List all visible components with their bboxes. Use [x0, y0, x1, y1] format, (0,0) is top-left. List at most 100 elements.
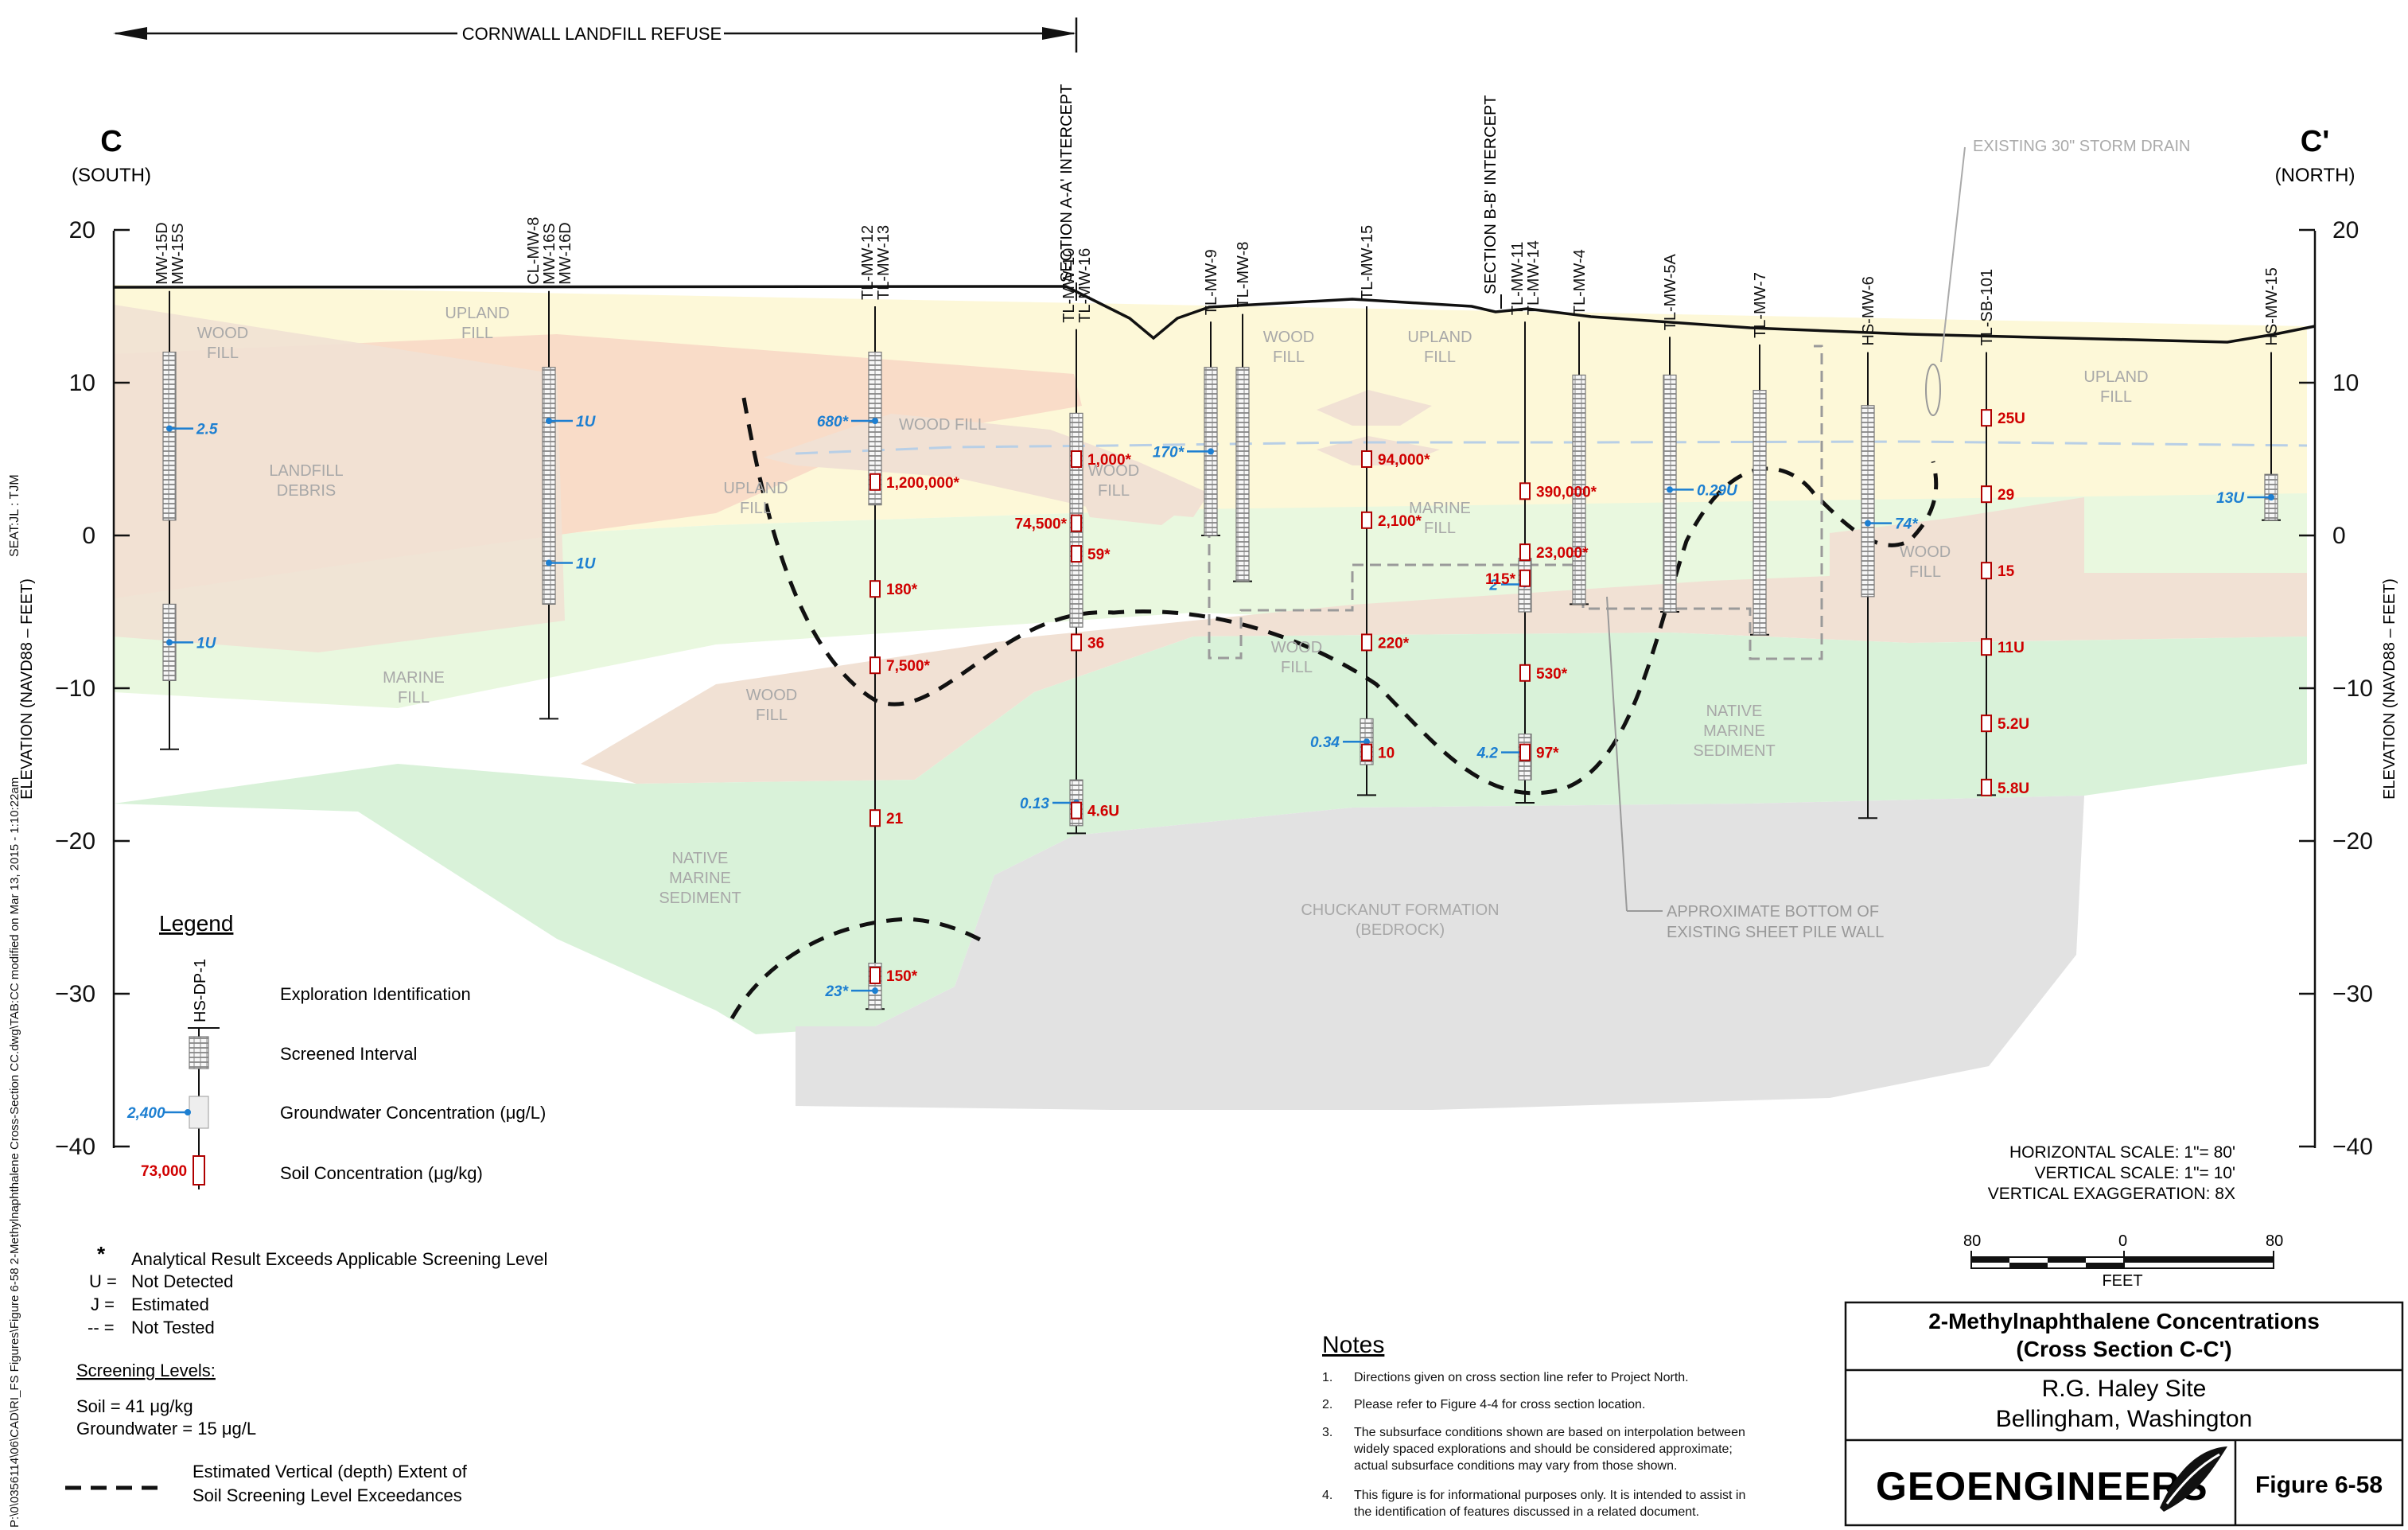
soil-value: 59* [1071, 545, 1111, 563]
scale-bar: 80 0 80 FEET [1963, 1232, 2283, 1290]
soil-label: 59* [1087, 547, 1111, 563]
zone-label-line: NATIVE [672, 850, 729, 867]
soil-value: 530* [1519, 664, 1568, 683]
soil-sample [1981, 778, 1992, 796]
horizontal-scale: HORIZONTAL SCALE: 1"= 80' [2009, 1143, 2235, 1162]
soil-sample [1071, 633, 1082, 652]
zone-wood-lens-3 [1317, 390, 1432, 426]
soil-label: 21 [886, 811, 904, 827]
refuse-arrow-right-head [1042, 27, 1076, 40]
screened-interval [868, 352, 882, 506]
zone-label-line: UPLAND [1407, 329, 1472, 346]
zone-wood-fill-right [1830, 497, 2084, 643]
legend-soil-example: 73,000 [141, 1163, 187, 1180]
legend-item-screened: Screened Interval [280, 1044, 417, 1064]
well-label: MW-16D [557, 222, 574, 285]
note-2-text: Please refer to Figure 4-4 for cross sec… [1354, 1398, 1645, 1411]
soil-value: 2,100* [1361, 511, 1422, 530]
groundwater-value: 170* [1153, 444, 1214, 461]
soil-sample [869, 809, 881, 827]
soil-sample [869, 473, 881, 491]
gw-label: 2 [1488, 577, 1498, 594]
legend-groundwater-screen [189, 1096, 209, 1129]
zone-label-line: FILL [1273, 348, 1305, 366]
soil-label: 180* [886, 582, 918, 598]
axis-label-right: ELEVATION (NAVD88 – FEET) [2381, 578, 2398, 800]
gw-point [546, 559, 552, 566]
well-label: TL-MW-10 [1060, 248, 1078, 323]
soil-label: 220* [1378, 635, 1410, 652]
gw-point [1667, 486, 1673, 493]
gw-label: 1U [576, 414, 597, 430]
zone-label-line: FILL [1424, 348, 1456, 366]
soil-value: 150* [869, 966, 918, 985]
soil-sample [1519, 543, 1531, 562]
gw-label: 4.2 [1476, 746, 1499, 762]
well-label: TL-MW-8 [1235, 242, 1252, 308]
storm-drain-leader [1940, 146, 1966, 363]
note-1-num: 1. [1322, 1371, 1332, 1384]
tick-label-left: −10 [55, 675, 95, 702]
soil-label: 4.6U [1087, 804, 1119, 820]
soil-value: 1,200,000* [869, 473, 960, 492]
note-2-num: 2. [1322, 1398, 1332, 1411]
soil-sample [1519, 743, 1531, 761]
groundwater-value: 1U [166, 635, 217, 652]
gw-point [166, 425, 173, 432]
tick-label-right: −40 [2332, 1134, 2373, 1160]
tick-label-left: −40 [55, 1134, 95, 1160]
zone-label-line: MARINE [1409, 500, 1471, 517]
company-logo-text: GEOENGINEERS [1876, 1464, 2208, 1509]
soil-sample [1071, 801, 1082, 820]
drawing-file-path: P:\0\0356114\06\CAD\RI_FS Figures\Figure… [8, 777, 21, 1528]
gw-label: 1U [196, 635, 217, 652]
soil-value: 4.6U [1071, 801, 1119, 820]
tick-label-right: 0 [2332, 523, 2346, 549]
qualifier-text-not-detected: Not Detected [131, 1271, 233, 1291]
tick-label-left: −30 [55, 981, 95, 1007]
extent-legend-line2: Soil Screening Level Exceedances [193, 1485, 462, 1505]
soil-label: 25U [1998, 411, 2025, 427]
soil-value: 74,500* [1014, 514, 1082, 533]
soil-value: 29 [1981, 485, 2014, 504]
soil-value: 10 [1361, 743, 1395, 762]
zone-label-line: DEBRIS [277, 482, 336, 500]
gw-point [872, 418, 878, 424]
monitoring-well: TL-MW-4 [1570, 249, 1589, 605]
zone-label-line: SEDIMENT [659, 890, 741, 907]
water-table-line [795, 440, 2308, 455]
gw-point [1363, 738, 1370, 746]
zone-label-line: FILL [1281, 659, 1313, 676]
axis-label-left: ELEVATION (NAVD88 – FEET) [18, 578, 36, 800]
gw-label: 74* [1895, 516, 1919, 533]
soil-value: 1,000* [1071, 450, 1132, 469]
zone-wood-fill-left [114, 305, 565, 652]
gw-label: 23* [824, 983, 849, 1000]
well-label: MW-15S [169, 223, 187, 284]
well-label: HS-MW-15 [2263, 267, 2281, 346]
zone-label-line: NATIVE [1706, 703, 1763, 720]
zone-label-line: SEDIMENT [1693, 742, 1775, 760]
tick-label-left: 10 [69, 370, 95, 396]
soil-label: 5.8U [1998, 781, 2029, 797]
soil-sample [869, 656, 881, 675]
soil-sample [1071, 514, 1082, 532]
scale-bar-mid: 0 [2118, 1232, 2127, 1250]
soil-value: 5.2U [1981, 714, 2029, 733]
zone-label-line: FILL [740, 500, 772, 517]
zone-label-line: FILL [461, 325, 493, 342]
qualifier-text-estimated: Estimated [131, 1294, 209, 1314]
zone-label-line: FILL [756, 707, 788, 724]
soil-sample [869, 966, 881, 984]
soil-sample [1519, 482, 1531, 500]
